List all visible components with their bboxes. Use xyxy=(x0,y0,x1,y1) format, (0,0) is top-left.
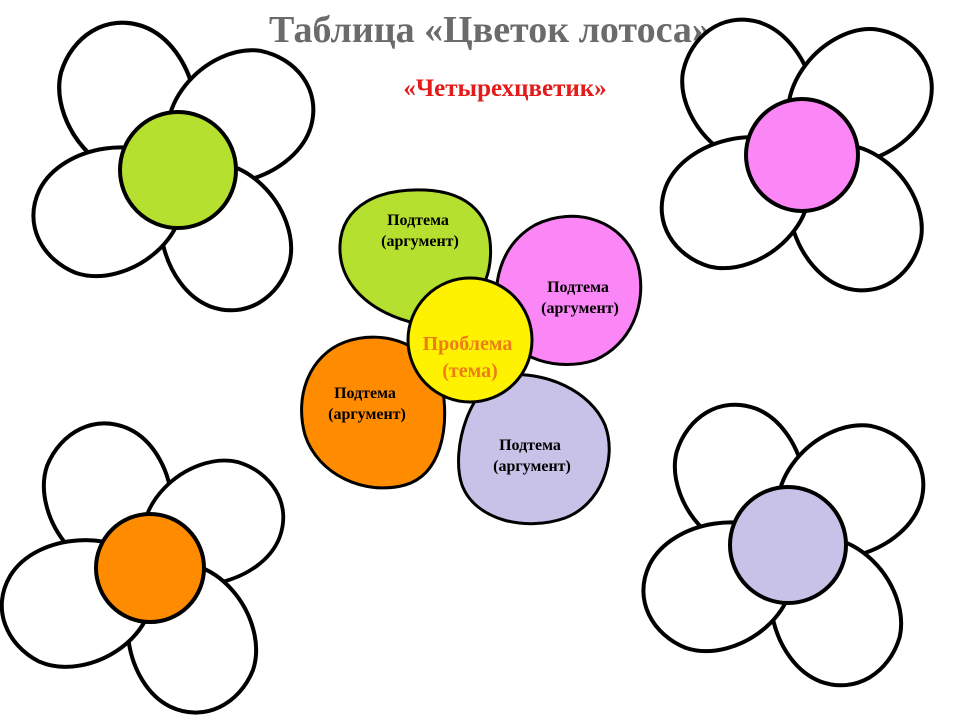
corner-flower-bottom-right xyxy=(620,379,950,711)
center-flower: Подтема (аргумент) Подтема (аргумент) По… xyxy=(300,188,643,526)
petal-lavender xyxy=(457,373,611,526)
corner-flower-top-left xyxy=(10,0,340,336)
flower-center-lavender xyxy=(728,485,848,605)
flower-center-pink xyxy=(744,97,860,213)
petal-label-pink: Подтема (аргумент) xyxy=(541,279,619,317)
petal-label-green: Подтема (аргумент) xyxy=(381,212,459,250)
petal-pink xyxy=(494,214,643,367)
center-circle xyxy=(406,276,534,404)
flower-center-green xyxy=(118,110,238,230)
corner-flower-bottom-left xyxy=(0,400,308,720)
page-title: Таблица «Цветок лотоса» xyxy=(269,9,711,51)
petal-label-lavender: Подтема (аргумент) xyxy=(493,437,571,475)
center-label: Проблема (тема) xyxy=(423,333,518,382)
petal-orange xyxy=(300,335,447,490)
page-subtitle: «Четырехцветик» xyxy=(403,75,606,102)
petal-label-orange: Подтема (аргумент) xyxy=(328,385,406,423)
corner-flower-top-right xyxy=(636,0,957,317)
flower-center-orange xyxy=(94,512,206,624)
